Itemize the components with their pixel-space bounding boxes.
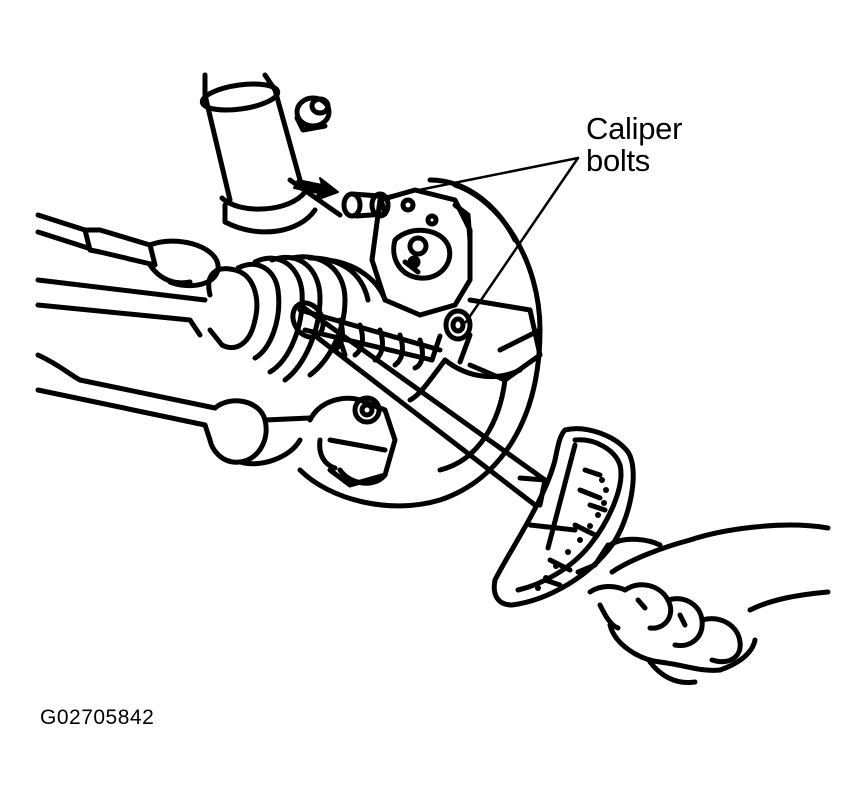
callout-line-2: bolts xyxy=(586,143,650,178)
steering-knuckle xyxy=(407,297,543,403)
figure-id: G02705842 xyxy=(40,706,155,729)
tie-rod xyxy=(35,212,221,338)
direction-arrow xyxy=(293,177,339,201)
cv-boot xyxy=(206,254,388,383)
ball-joint xyxy=(307,395,398,488)
caliper-bolt-lower xyxy=(429,308,473,365)
hand xyxy=(587,522,831,686)
gauge-scale xyxy=(535,477,609,591)
control-arm xyxy=(35,352,313,467)
callout-leaders xyxy=(382,156,580,324)
strut-nut xyxy=(294,95,332,133)
caliper-bolt-upper xyxy=(341,191,391,219)
callout-line-1: Caliper xyxy=(586,111,683,146)
brake-caliper xyxy=(369,187,473,318)
torque-wrench-gauge xyxy=(491,426,636,608)
caliper-bolts-callout: Caliper bolts xyxy=(586,113,682,177)
